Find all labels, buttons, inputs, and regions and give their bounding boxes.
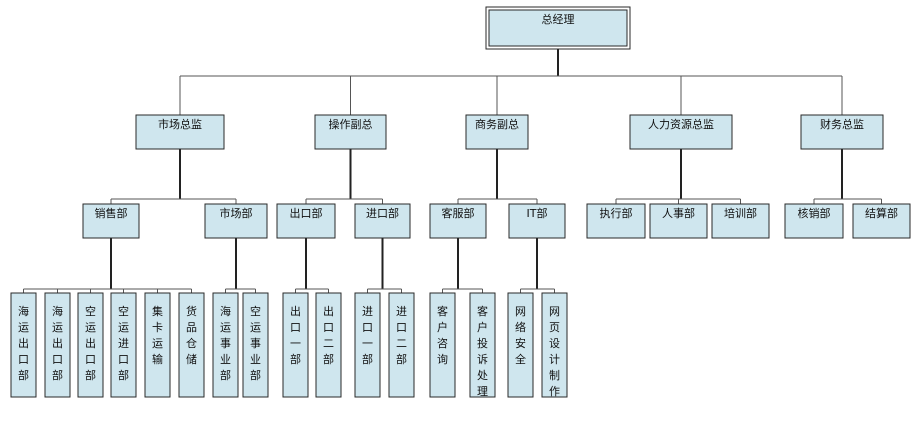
node-l2-1 xyxy=(204,203,268,239)
node-l3-7-label: 空运事业部 xyxy=(250,304,261,382)
node-l3-2 xyxy=(77,292,104,398)
node-l3-3-label: 空运进口部 xyxy=(118,304,129,382)
node-l1-4 xyxy=(800,114,884,150)
node-l2-2-label: 出口部 xyxy=(290,206,323,220)
node-l3-13 xyxy=(469,292,496,398)
node-l3-10-label: 进口一部 xyxy=(362,305,373,366)
node-l2-9-label: 核销部 xyxy=(798,206,831,220)
node-l2-6-label: 执行部 xyxy=(600,206,633,220)
node-l3-13-label: 客户投诉处理 xyxy=(477,304,488,398)
node-l2-7 xyxy=(649,203,708,239)
node-l1-0-label: 市场总监 xyxy=(158,117,202,131)
node-l3-14 xyxy=(507,292,534,398)
node-l1-1 xyxy=(314,114,387,150)
node-l3-15 xyxy=(541,292,568,398)
node-l3-6 xyxy=(212,292,239,398)
node-l3-12 xyxy=(429,292,456,398)
node-l3-2-label: 空运出口部 xyxy=(85,304,96,382)
node-l3-14-label: 网络安全 xyxy=(515,305,526,366)
node-l2-5 xyxy=(508,203,566,239)
node-l3-1-label: 海运出口部 xyxy=(52,304,63,382)
node-l3-1 xyxy=(44,292,71,398)
node-l3-9 xyxy=(315,292,342,398)
node-l3-9-label: 出口二部 xyxy=(323,304,334,366)
node-l3-7 xyxy=(242,292,269,398)
node-l2-0 xyxy=(82,203,140,239)
node-l2-4-label: 客服部 xyxy=(442,206,475,220)
node-l3-12-label: 客户咨询 xyxy=(437,304,448,366)
node-l3-4 xyxy=(144,292,171,398)
node-l3-10 xyxy=(354,292,381,398)
node-l2-5-label: IT部 xyxy=(527,206,548,220)
node-l2-0-label: 销售部 xyxy=(95,206,128,220)
node-l2-9 xyxy=(784,203,844,239)
node-l3-8-label: 出口一部 xyxy=(290,304,301,366)
node-l3-15-label: 网页设计制作 xyxy=(549,305,560,398)
node-l1-2-label: 商务副总 xyxy=(475,117,519,131)
node-l1-1-label: 操作副总 xyxy=(329,117,373,131)
node-l2-10-label: 结算部 xyxy=(865,206,898,220)
node-l1-2 xyxy=(465,114,529,150)
node-l2-2 xyxy=(276,203,336,239)
node-l2-3 xyxy=(354,203,411,239)
node-l2-1-label: 市场部 xyxy=(220,206,253,220)
node-l3-8 xyxy=(282,292,309,398)
node-l1-4-label: 财务总监 xyxy=(820,117,864,131)
node-l2-10 xyxy=(852,203,911,239)
node-l3-5-label: 货品仓储 xyxy=(186,304,197,366)
node-l2-7-label: 人事部 xyxy=(662,206,695,220)
node-general-manager xyxy=(488,9,628,47)
node-l1-0 xyxy=(135,114,225,150)
node-l2-8 xyxy=(711,203,770,239)
node-l3-11 xyxy=(388,292,415,398)
node-l3-0-label: 海运出口部 xyxy=(18,304,29,382)
node-l2-8-label: 培训部 xyxy=(724,206,757,220)
connectors xyxy=(23,49,882,293)
node-l3-0 xyxy=(10,292,37,398)
node-l3-3 xyxy=(110,292,137,398)
node-general-manager-label: 总经理 xyxy=(542,12,575,26)
node-l2-6 xyxy=(586,203,646,239)
node-l3-6-label: 海运事业部 xyxy=(220,304,231,382)
node-l2-4 xyxy=(429,203,487,239)
node-l3-5 xyxy=(178,292,205,398)
node-l2-3-label: 进口部 xyxy=(366,206,399,220)
node-l1-3-label: 人力资源总监 xyxy=(648,117,714,131)
node-l3-11-label: 进口二部 xyxy=(396,305,407,366)
node-l3-4-label: 集卡运输 xyxy=(152,304,163,366)
node-l1-3 xyxy=(629,114,733,150)
